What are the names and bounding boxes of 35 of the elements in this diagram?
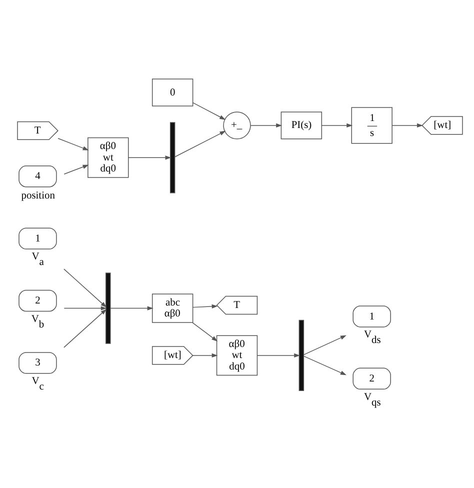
node-box: αβ0 wt dq0	[88, 137, 129, 178]
node-box: 1	[352, 306, 391, 328]
arrow	[64, 308, 107, 348]
arrow	[304, 335, 346, 356]
node-box: 4	[18, 166, 57, 188]
node-box: αβ0 wt dq0	[216, 335, 258, 376]
arrow	[58, 138, 89, 150]
arrow	[321, 123, 353, 128]
node-box: abc αβ0	[152, 294, 194, 323]
arrow	[64, 164, 89, 174]
node-circle: +_	[223, 112, 251, 140]
node-box: 2	[18, 290, 57, 312]
arrow	[64, 268, 107, 308]
arrow	[192, 353, 218, 358]
arrow	[250, 123, 282, 128]
node-label: position	[21, 190, 55, 202]
node-bar	[106, 272, 111, 344]
arrow	[192, 304, 218, 309]
arrow	[392, 123, 424, 128]
arrow	[304, 356, 346, 376]
arrow	[192, 322, 218, 342]
node-box: 1 s	[351, 107, 392, 144]
arrow	[256, 353, 300, 358]
arrow	[192, 102, 226, 120]
node-box: 1	[18, 228, 57, 250]
arrow	[128, 156, 172, 160]
node-bar	[170, 122, 176, 194]
node-box: 3	[18, 352, 57, 374]
node-box: 2	[352, 368, 391, 390]
node-box: PI(s)	[280, 112, 322, 140]
arrow	[110, 306, 154, 310]
arrow	[174, 130, 226, 158]
node-box: 0	[152, 78, 194, 106]
node-bar	[298, 320, 304, 392]
arrow	[64, 306, 107, 310]
